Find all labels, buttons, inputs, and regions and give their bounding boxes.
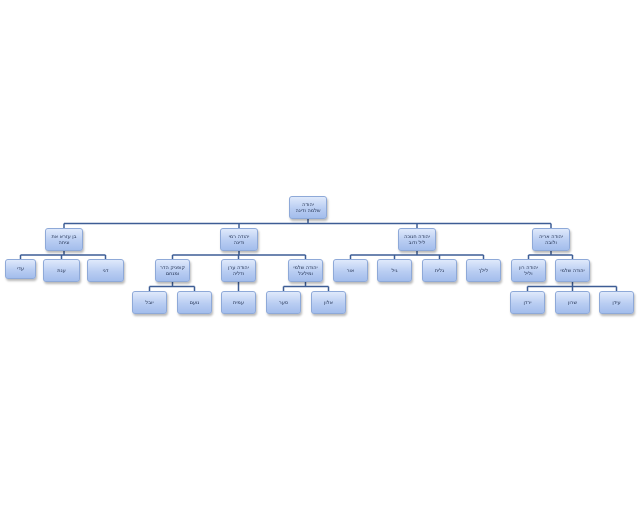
node-b4-child-3: עדי — [5, 259, 36, 279]
node-b1c1-grandchild-2: שרון — [555, 291, 590, 314]
node-b3c2-grandchild-1: עמית — [221, 291, 256, 314]
node-b4-child-1: דני — [87, 259, 124, 282]
node-b2-child-1: לילך — [466, 259, 501, 282]
node-b3-child-2: יהודה ערן ודליה — [221, 259, 256, 282]
node-branch-3: יהודה רמי ודינה — [220, 228, 258, 251]
node-b1-child-2: יהודה רון וליל — [511, 259, 546, 282]
node-b1c1-grandchild-1: עידן — [599, 291, 634, 314]
node-b2-child-4: אור — [333, 259, 368, 282]
node-b3c1-grandchild-1: אלון — [311, 291, 346, 314]
node-b4-child-2: ענת — [43, 259, 80, 282]
node-b3c3-grandchild-2: יובל — [132, 291, 167, 314]
node-b1-child-1: יהודה שלמי — [555, 259, 590, 282]
node-b3-child-3: קופניק הדר ומנחם — [155, 259, 190, 282]
node-branch-2: יהודה חנוכה ליל ודוב — [398, 228, 436, 251]
node-b3-child-1: יהודה שלמי ומיליגל — [288, 259, 323, 282]
node-b2-child-3: גיל — [377, 259, 412, 282]
node-b3c1-grandchild-2: סער — [266, 291, 301, 314]
node-root: יהודה שלמה ודינה — [289, 196, 327, 219]
node-b2-child-2: גלית — [422, 259, 457, 282]
node-b3c3-grandchild-1: נועם — [177, 291, 212, 314]
node-branch-1: יהודה אריה ולובה — [532, 228, 570, 251]
node-branch-4: בן עזרא את וגיחה — [45, 228, 83, 251]
node-b1c1-grandchild-3: ירדן — [510, 291, 545, 314]
